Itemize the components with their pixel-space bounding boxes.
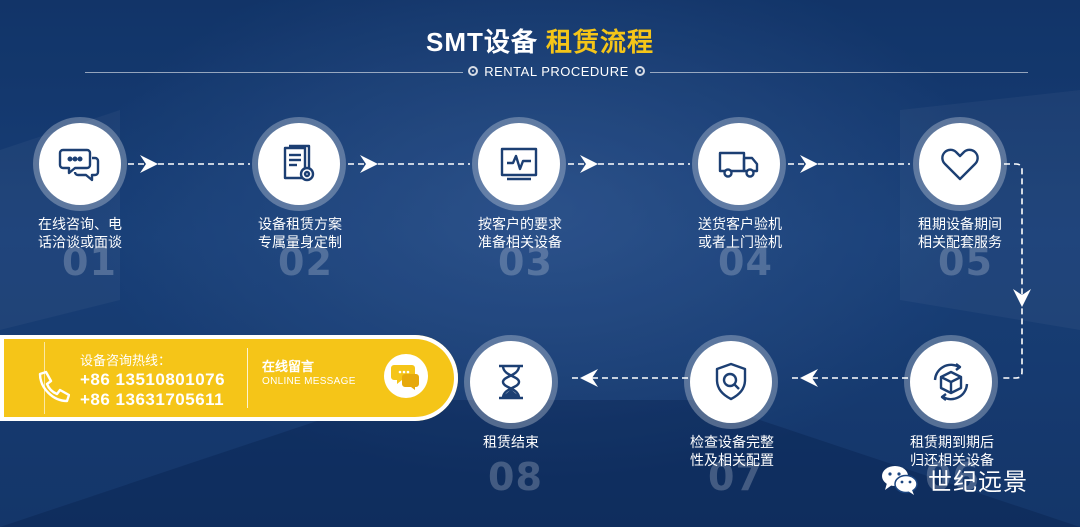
step-3-label: 按客户的要求 准备相关设备 xyxy=(478,215,562,251)
step-5-line1: 租期设备期间 xyxy=(918,216,1002,232)
box-return-icon xyxy=(933,363,969,401)
hotline-phone-1[interactable]: +86 13510801076 xyxy=(80,370,226,389)
divider-left xyxy=(85,72,463,73)
title-prefix: SMT设备 xyxy=(426,27,538,57)
step-7-line2: 性及相关配置 xyxy=(690,452,774,468)
step-1-number: 01 xyxy=(62,240,117,284)
monitor-pulse-icon xyxy=(500,147,538,181)
step-5-label: 租期设备期间 相关配套服务 xyxy=(918,215,1002,251)
heart-icon xyxy=(941,148,979,181)
online-message-subtitle[interactable]: ONLINE MESSAGE xyxy=(262,376,356,387)
step-5-circle xyxy=(919,123,1001,205)
step-3-circle xyxy=(478,123,560,205)
subtitle-text: RENTAL PROCEDURE xyxy=(484,64,629,79)
step-1-label: 在线咨询、电 话洽谈或面谈 xyxy=(38,215,122,251)
step-1-line1: 在线咨询、电 xyxy=(38,216,122,232)
hotline-title: 设备咨询热线： xyxy=(80,353,172,368)
step-6-circle xyxy=(910,341,992,423)
step-7-number: 07 xyxy=(708,455,763,499)
page-title: SMT设备租赁流程 xyxy=(0,22,1080,59)
step-4-line2: 或者上门验机 xyxy=(698,234,782,250)
step-2-circle xyxy=(258,123,340,205)
step-3-line2: 准备相关设备 xyxy=(478,234,562,250)
chat-bubbles-icon xyxy=(58,148,100,182)
brand: 世纪远景 xyxy=(880,462,1028,497)
step-2-number: 02 xyxy=(278,240,333,284)
subtitle: RENTAL PROCEDURE xyxy=(463,63,650,81)
step-3-line1: 按客户的要求 xyxy=(478,216,562,232)
step-4-number: 04 xyxy=(718,240,773,284)
step-7-circle xyxy=(690,341,772,423)
document-gear-icon xyxy=(283,144,315,182)
step-6-label: 租赁期到期后 归还相关设备 xyxy=(910,433,994,469)
step-4-circle xyxy=(698,123,780,205)
step-2-line2: 专属量身定制 xyxy=(258,234,342,250)
gear-icon xyxy=(635,66,645,76)
step-6-line1: 租赁期到期后 xyxy=(910,434,994,450)
hourglass-icon xyxy=(499,364,523,400)
step-8-line1: 租赁结束 xyxy=(483,434,539,450)
hotline-line xyxy=(44,342,45,414)
step-7-line1: 检查设备完整 xyxy=(690,434,774,450)
hotline-separator xyxy=(247,348,248,408)
step-4-label: 送货客户验机 或者上门验机 xyxy=(698,215,782,251)
step-6-line2: 归还相关设备 xyxy=(910,452,994,468)
step-2-line1: 设备租赁方案 xyxy=(258,216,342,232)
message-bubble-icon xyxy=(391,365,419,390)
divider-right xyxy=(650,72,1028,73)
wechat-icon xyxy=(882,465,918,495)
title-highlight: 租赁流程 xyxy=(545,27,654,57)
delivery-truck-icon xyxy=(718,151,759,178)
step-7-label: 检查设备完整 性及相关配置 xyxy=(690,433,774,469)
step-2-label: 设备租赁方案 专属量身定制 xyxy=(258,215,342,251)
step-1-circle xyxy=(39,123,121,205)
step-1-line2: 话洽谈或面谈 xyxy=(38,234,122,250)
step-6-number: 06 xyxy=(925,455,980,499)
shield-search-icon xyxy=(715,362,747,401)
step-5-number: 05 xyxy=(938,240,993,284)
step-5-line2: 相关配套服务 xyxy=(918,234,1002,250)
online-message-title[interactable]: 在线留言 xyxy=(262,359,315,374)
phone-icon xyxy=(34,368,71,413)
step-8-label: 租赁结束 xyxy=(483,433,539,451)
brand-name: 世纪远景 xyxy=(928,469,1028,496)
online-message-button[interactable] xyxy=(384,354,428,398)
gear-icon xyxy=(468,66,478,76)
step-3-number: 03 xyxy=(498,240,553,284)
step-4-line1: 送货客户验机 xyxy=(698,216,782,232)
hotline-panel xyxy=(0,335,458,421)
hotline-phone-2[interactable]: +86 13631705611 xyxy=(80,390,225,409)
step-8-number: 08 xyxy=(488,455,543,499)
step-8-circle xyxy=(470,341,552,423)
